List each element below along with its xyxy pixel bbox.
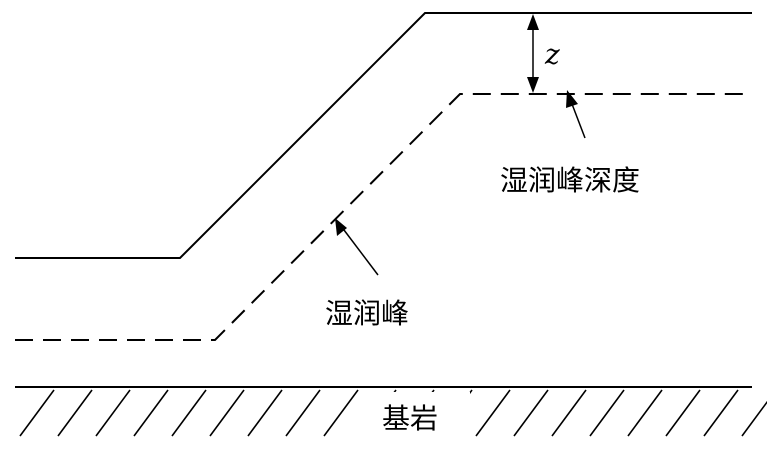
hatch-stroke: [133, 389, 169, 437]
hatch-stroke: [741, 400, 767, 437]
hatch-stroke: [171, 389, 207, 437]
hatch-stroke: [513, 389, 549, 437]
bedrock-label-gap: [360, 392, 470, 442]
hatch-stroke: [323, 389, 359, 437]
hatch-stroke: [19, 389, 55, 437]
wetting-front-leader: [335, 218, 379, 276]
hatch-stroke: [627, 389, 663, 437]
hatch-stroke: [95, 389, 131, 437]
hatch-stroke: [285, 389, 321, 437]
wetting-front-label: 湿润峰: [325, 297, 409, 330]
hatch-stroke: [551, 389, 587, 437]
hatch-stroke: [665, 389, 701, 437]
depth-dimension-arrow: [527, 14, 539, 93]
ground-surface-line: [15, 12, 752, 259]
hatch-stroke: [247, 389, 283, 437]
depth-symbol-label: z: [544, 38, 560, 71]
wetting-front-depth-leader: [566, 90, 586, 139]
bedrock-label: 基岩: [382, 402, 438, 435]
wetting-front-line: [15, 93, 752, 341]
hatch-stroke: [703, 389, 739, 437]
hatch-stroke: [57, 389, 93, 437]
hatch-stroke: [475, 389, 511, 437]
hatch-stroke: [589, 389, 625, 437]
hatch-stroke: [209, 389, 245, 437]
wetting-front-depth-label: 湿润峰深度: [500, 164, 640, 197]
